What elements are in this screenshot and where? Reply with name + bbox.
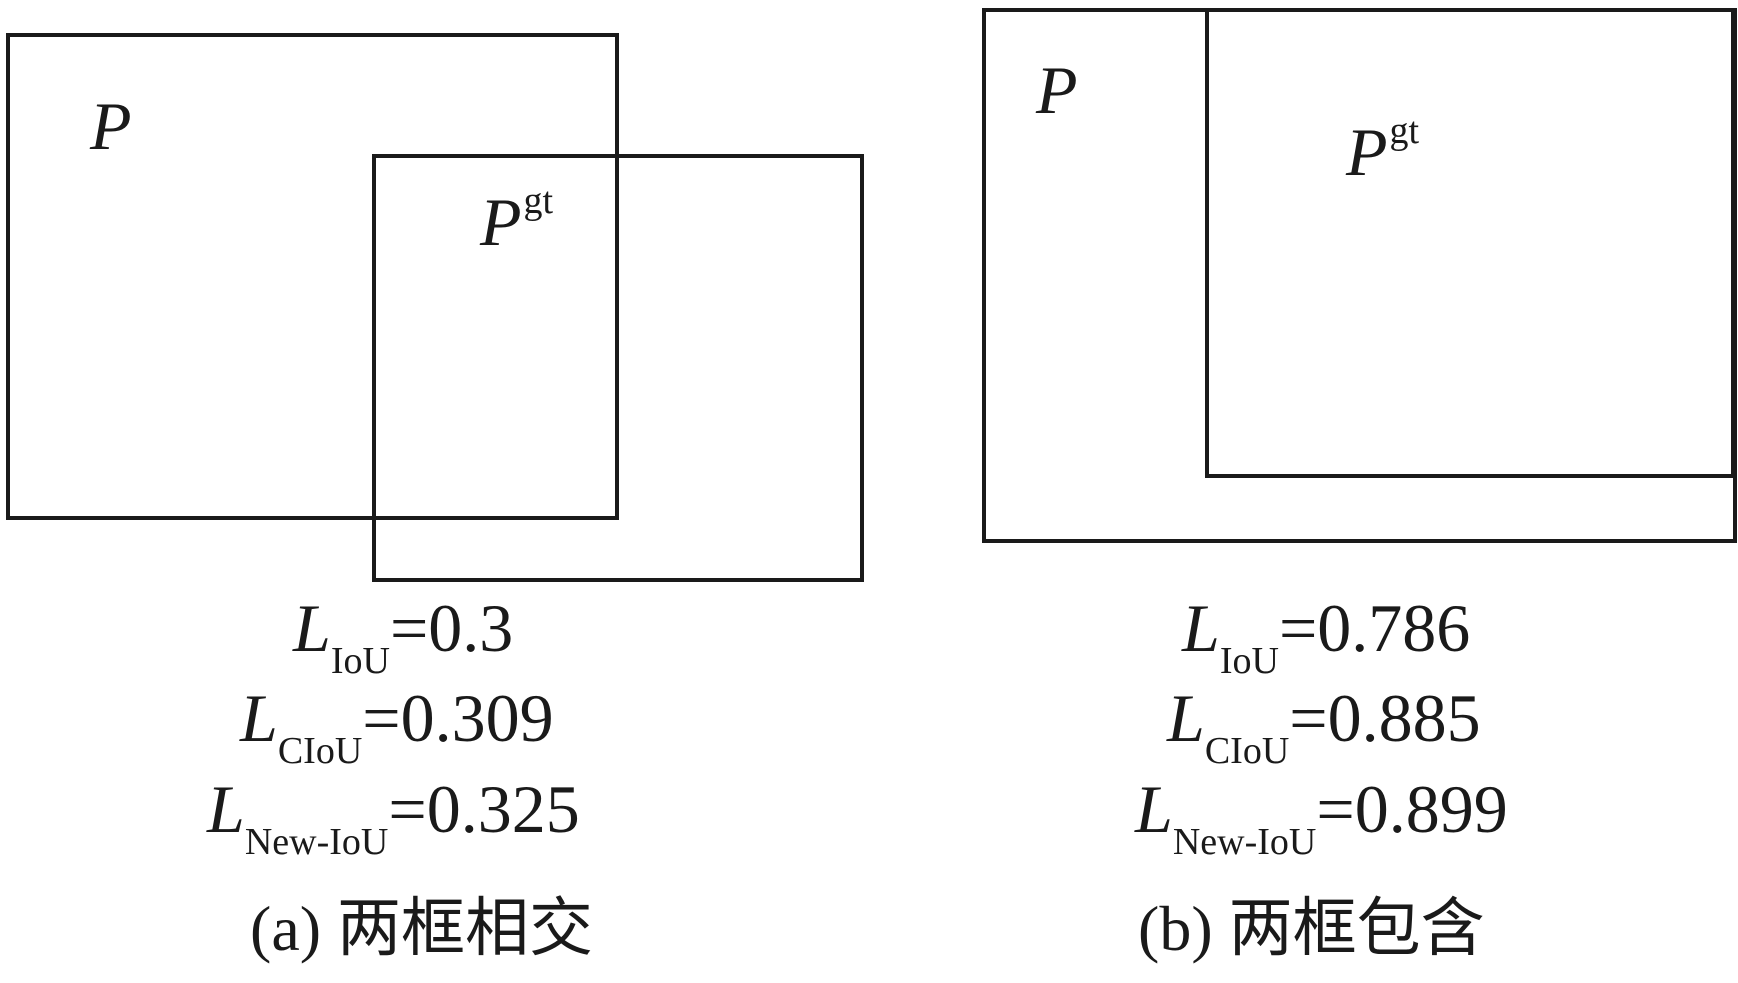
- panel-contain: P Pgt LIoU=0.786 LCIoU=0.885 LNew-IoU=0.…: [960, 0, 1738, 983]
- panel-caption: (b) 两框包含: [1138, 893, 1485, 964]
- metric-ciou: LCIoU=0.309: [240, 680, 554, 772]
- metric-new-iou: LNew-IoU=0.325: [207, 771, 580, 863]
- ground-truth-box-label: Pgt: [480, 180, 554, 260]
- ground-truth-box-label: Pgt: [1346, 110, 1420, 190]
- ground-truth-box: [372, 154, 864, 582]
- ground-truth-box: [1205, 8, 1735, 478]
- metric-iou: LIoU=0.786: [1182, 590, 1471, 682]
- metric-new-iou: LNew-IoU=0.899: [1135, 771, 1508, 863]
- predicted-box-label: P: [90, 88, 132, 164]
- predicted-box-label: P: [1036, 52, 1078, 128]
- panel-intersect: P Pgt LIoU=0.3 LCIoU=0.309 LNew-IoU=0.32…: [6, 33, 864, 964]
- panel-caption: (a) 两框相交: [250, 893, 594, 964]
- metric-iou: LIoU=0.3: [293, 590, 514, 682]
- predicted-box: [6, 33, 619, 520]
- metric-ciou: LCIoU=0.885: [1167, 680, 1481, 772]
